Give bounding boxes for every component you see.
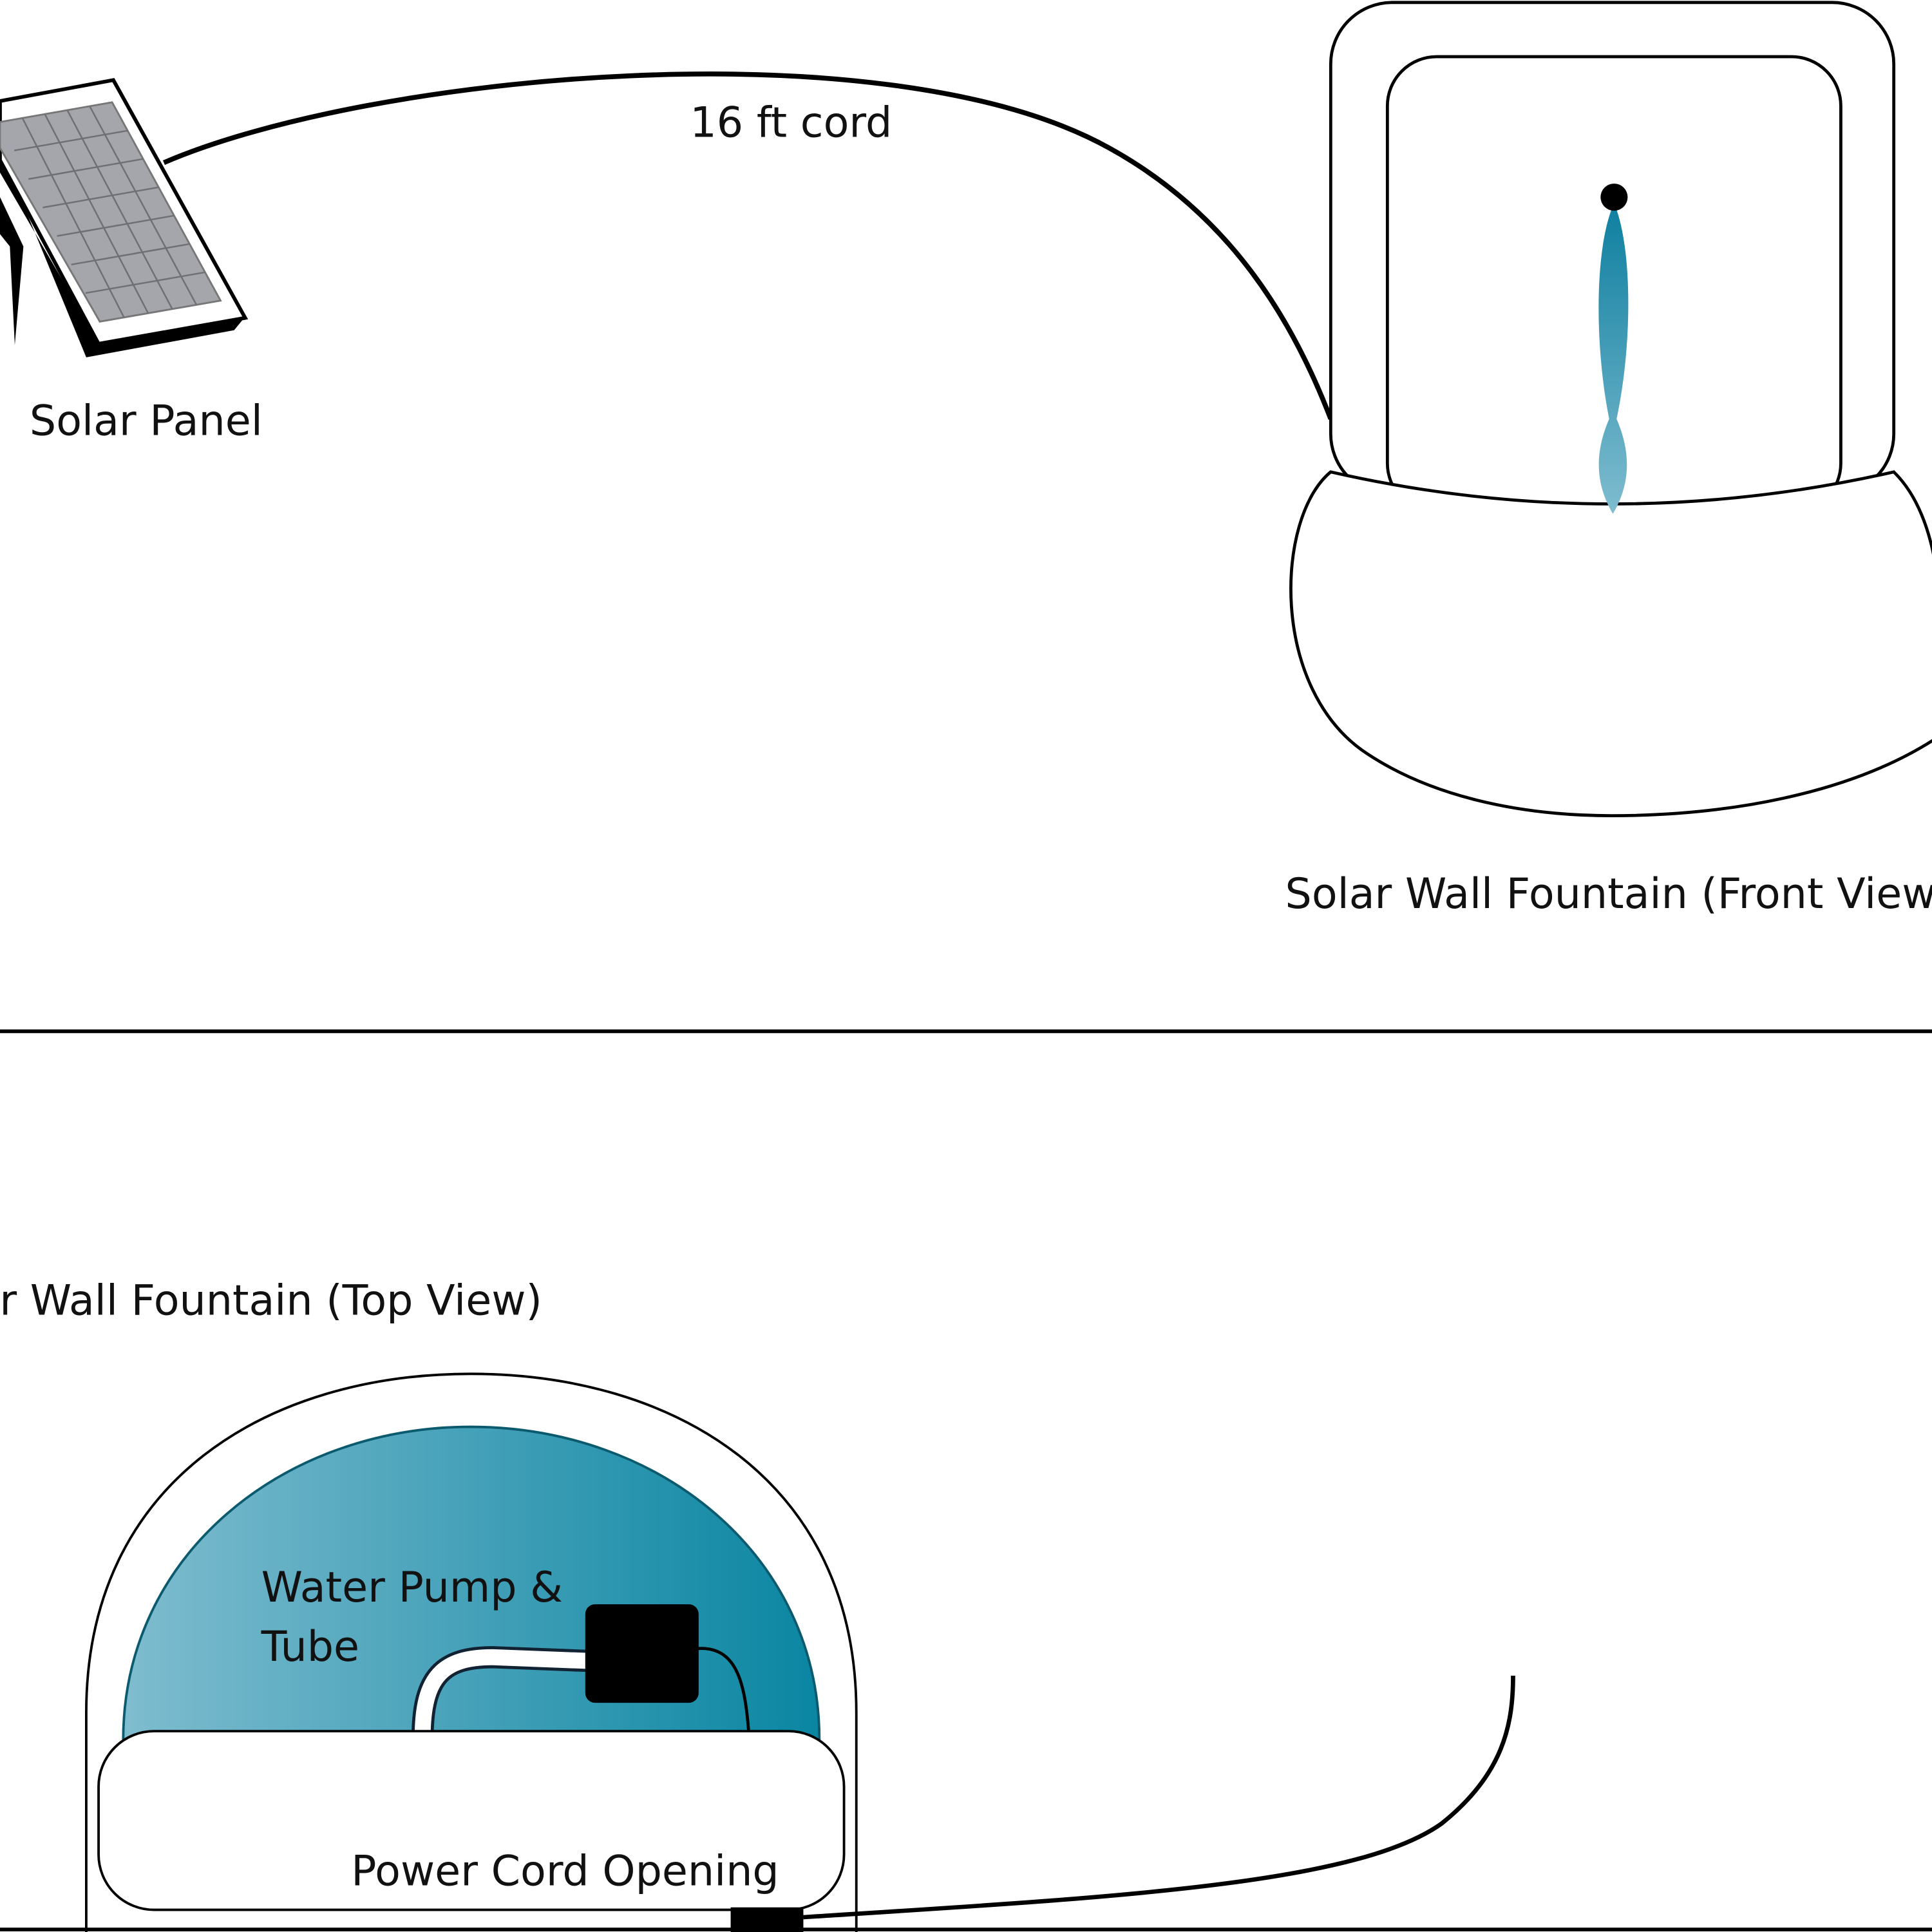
panel-grid-line	[89, 106, 198, 305]
panel-cell-grid	[14, 106, 205, 318]
panel-grid-line	[14, 129, 128, 151]
power-cord-top	[803, 1676, 1515, 1920]
panel-grid-line	[85, 271, 205, 294]
panel-grid-line	[66, 109, 173, 310]
panel-cells	[0, 101, 222, 323]
solar-panel	[0, 78, 249, 357]
front-view-label: Solar Wall Fountain (Front View)	[1285, 870, 1932, 918]
top-view-label: ar Wall Fountain (Top View)	[0, 1276, 542, 1325]
solar-panel-label: Solar Panel	[30, 397, 263, 445]
panel-stand-leg	[0, 197, 24, 345]
fountain-basin	[1289, 470, 1932, 817]
panel-grid-line	[44, 113, 149, 314]
panel-grid-line	[21, 117, 125, 318]
water-pump-icon	[585, 1604, 699, 1703]
spout-icon	[1600, 184, 1628, 211]
power-cord-opening-label: Power Cord Opening	[351, 1847, 779, 1895]
water-stream	[1598, 203, 1629, 514]
fountain-front-view	[1289, 1, 1932, 817]
power-cord-front	[162, 71, 1333, 420]
panel-grid-line	[28, 158, 144, 180]
panel-grid-line	[43, 186, 159, 209]
pump-label-line2: Tube	[261, 1623, 359, 1671]
pump-cord	[696, 1647, 751, 1738]
cord-length-label: 16 ft cord	[690, 99, 892, 147]
fountain-front-ledge	[97, 1730, 846, 1911]
panel-grid-line	[71, 243, 190, 266]
pump-label-line1: Water Pump &	[261, 1564, 563, 1612]
fountain-top-view	[85, 1372, 1515, 1932]
pump-tube	[414, 1649, 590, 1738]
panel-grid-line	[57, 214, 175, 237]
